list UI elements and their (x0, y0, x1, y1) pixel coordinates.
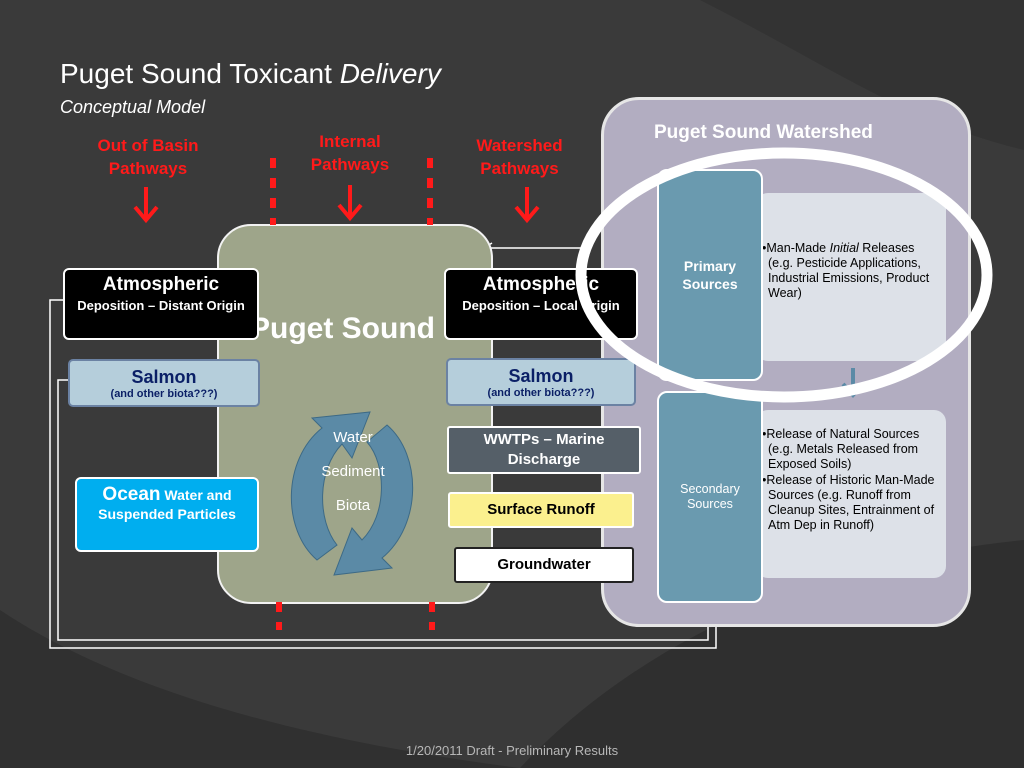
out-of-basin-arrow-icon (133, 187, 159, 224)
salmon-left-box: Salmon (and other biota???) (68, 359, 260, 407)
ocean-box: Ocean Water and Suspended Particles (75, 477, 259, 552)
internal-arrow-icon (337, 185, 363, 222)
salmon-left-detail: (and other biota???) (110, 388, 218, 400)
internal-pathways-label: Internal Pathways (310, 132, 390, 174)
out-of-basin-pathways-label: Out of Basin Pathways (97, 136, 199, 178)
wwtp-label: WWTPs – Marine Discharge (483, 431, 605, 468)
primary-sources-tab: Primary Sources (657, 169, 763, 381)
atmospheric-local-title: Atmospheric (482, 274, 600, 295)
ocean-detail: Water and Suspended Particles (98, 487, 236, 522)
secondary-source-item-1: Release of Natural Sources (e.g. Metals … (766, 427, 938, 472)
watershed-arrow-icon (514, 187, 540, 224)
cycle-labels: Water Sediment Biota (306, 421, 400, 523)
page-title: Puget Sound Toxicant Delivery (60, 58, 441, 89)
salmon-left-title: Salmon (131, 367, 197, 387)
cycle-arrows-icon (290, 411, 414, 576)
secondary-sources-panel: Release of Natural Sources (e.g. Metals … (756, 410, 946, 578)
surface-runoff-box: Surface Runoff (448, 492, 634, 528)
salmon-right-box: Salmon (and other biota???) (446, 358, 636, 406)
wwtp-box: WWTPs – Marine Discharge (447, 426, 641, 474)
salmon-right-detail: (and other biota???) (487, 387, 595, 399)
primary-source-item: Man-Made Initial Releases (e.g. Pesticid… (766, 241, 938, 301)
cycle-biota: Biota (335, 497, 371, 514)
primary-sources-label: Primary Sources (682, 258, 738, 292)
secondary-sources-tab: Secondary Sources (657, 391, 763, 603)
atmospheric-distant-detail: Deposition – Distant Origin (77, 298, 245, 313)
watershed-pathways-label: Watershed Pathways (476, 136, 563, 178)
atmospheric-distant-box: Atmospheric Deposition – Distant Origin (63, 268, 259, 340)
atmospheric-distant-title: Atmospheric (102, 274, 220, 295)
puget-sound-label: Puget Sound (250, 312, 435, 345)
page-subtitle: Conceptual Model (60, 97, 206, 117)
salmon-right-title: Salmon (508, 366, 574, 386)
primary-sources-panel: Man-Made Initial Releases (e.g. Pesticid… (756, 193, 946, 361)
watershed-title: Puget Sound Watershed (654, 122, 873, 143)
cycle-water: Water (333, 429, 373, 446)
footer-note: 1/20/2011 Draft - Preliminary Results (405, 743, 619, 758)
secondary-source-item-2: Release of Historic Man-Made Sources (e.… (766, 473, 938, 533)
groundwater-box: Groundwater (454, 547, 634, 583)
secondary-sources-label: Secondary Sources (680, 482, 740, 511)
ocean-title: Ocean (102, 484, 161, 505)
cycle-sediment: Sediment (321, 463, 385, 480)
